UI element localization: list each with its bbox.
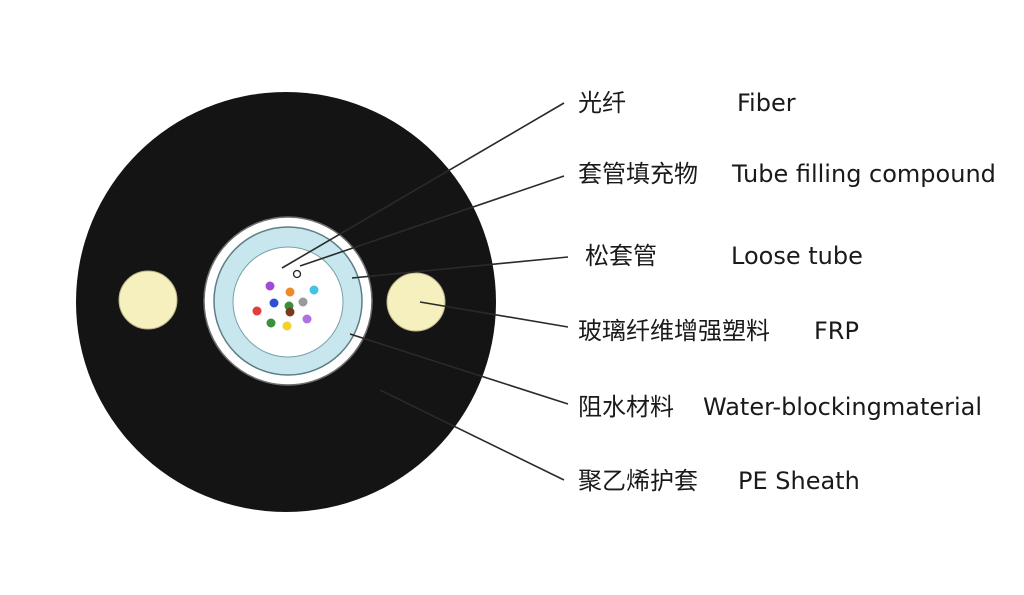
fiber-dot bbox=[285, 287, 295, 297]
fiber-dot bbox=[309, 285, 319, 295]
fiber-dot bbox=[302, 314, 312, 324]
label-pe-sheath-en: PE Sheath bbox=[738, 467, 860, 495]
frp-left bbox=[118, 270, 178, 330]
fiber-marker bbox=[292, 269, 302, 279]
label-tube-filling-en: Tube filling compound bbox=[732, 160, 996, 188]
label-pe-sheath-cn: 聚乙烯护套 bbox=[578, 467, 698, 495]
leader-line-frp bbox=[419, 301, 569, 328]
fiber-dot bbox=[252, 306, 262, 316]
label-water-blocking-en: Water-blockingmaterial bbox=[703, 393, 983, 421]
leader-line-tube-filling bbox=[299, 175, 565, 267]
fiber-dot bbox=[282, 321, 292, 331]
leader-line-pe-sheath bbox=[379, 389, 565, 481]
leader-line-loose-tube bbox=[351, 256, 569, 279]
leader-line-fiber bbox=[281, 102, 565, 269]
leader-line-water-blocking bbox=[349, 333, 569, 405]
fiber-dot bbox=[265, 281, 275, 291]
label-fiber-cn: 光纤 bbox=[578, 89, 626, 117]
fiber-dot bbox=[266, 318, 276, 328]
fiber-dot bbox=[285, 307, 295, 317]
fiber-bundle bbox=[252, 269, 319, 331]
label-loose-tube-en: Loose tube bbox=[731, 242, 863, 270]
label-water-blocking-cn: 阻水材料 bbox=[578, 393, 674, 421]
frp-right bbox=[386, 272, 446, 332]
fiber-dot bbox=[269, 298, 279, 308]
label-fiber-en: Fiber bbox=[737, 89, 796, 117]
label-frp-cn: 玻璃纤维增强塑料 bbox=[578, 317, 770, 345]
fiber-dot bbox=[298, 297, 308, 307]
label-frp-en: FRP bbox=[814, 317, 859, 345]
label-loose-tube-cn: 松套管 bbox=[585, 242, 657, 270]
label-tube-filling-cn: 套管填充物 bbox=[578, 160, 698, 188]
leader-lines bbox=[281, 102, 569, 481]
